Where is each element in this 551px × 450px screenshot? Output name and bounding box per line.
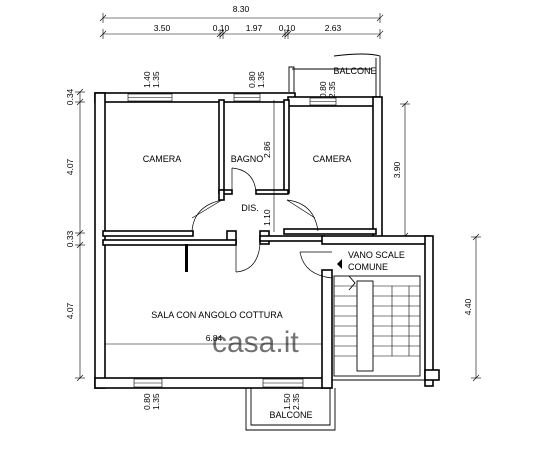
window-sala-left-1: 0.80 (142, 393, 152, 410)
interior-walls (102, 99, 440, 387)
left-dim-1: 0.34 (65, 88, 75, 105)
top-segment-3: 1.97 (246, 23, 263, 33)
window-bagno-1: 0.80 (247, 71, 257, 88)
window-camera-right-1: 0.80 (318, 81, 328, 98)
watermark: casa.it (212, 326, 299, 359)
top-segment-1: 3.50 (154, 23, 171, 33)
window-camera-left-2: 1.35 (151, 71, 161, 88)
bottom-windows: 0.80 1.35 1.50 2.35 (133, 378, 304, 410)
bagno-label: BAGNO (231, 154, 264, 164)
left-dim-4: 4.07 (65, 302, 75, 319)
sala-label: SALA CON ANGOLO COTTURA (151, 310, 283, 320)
left-dim-2: 4.07 (65, 158, 75, 175)
left-dimensions: 0.34 4.07 0.33 4.07 (65, 88, 85, 382)
doors (191, 167, 333, 279)
top-windows: 1.40 1.35 0.80 1.35 0.80 2.35 (127, 71, 337, 106)
overall-width-label: 8.30 (233, 4, 250, 14)
right-dimensions: 3.90 4.40 (392, 100, 481, 382)
window-sala-right-2: 2.35 (291, 393, 301, 410)
top-segment-5: 2.63 (325, 23, 342, 33)
bagno-height-label: 2.86 (262, 141, 272, 158)
right-overall-height: 4.40 (463, 298, 473, 315)
balcony-bottom: BALCONE (245, 388, 336, 431)
entrance-marker-icon (337, 259, 342, 269)
comune-label: COMUNE (348, 262, 388, 272)
vano-scale-label: VANO SCALE (348, 250, 405, 260)
staircase: VANO SCALE COMUNE (333, 250, 421, 377)
stair-arrow (348, 275, 356, 291)
dis-label: DIS. (241, 203, 259, 213)
stair-treads (334, 285, 420, 357)
balcony-top: BALCONE (288, 53, 381, 98)
room-labels: CAMERA BAGNO CAMERA DIS. SALA CON ANGOLO… (143, 154, 352, 320)
balcone-bottom-label: BALCONE (269, 410, 312, 420)
window-bagno-2: 1.35 (256, 71, 266, 88)
right-room-height: 3.90 (392, 161, 402, 178)
top-dimensions: 8.30 3.50 0.10 1.97 0.10 2.63 (99, 4, 384, 39)
window-camera-left-1: 1.40 (142, 71, 152, 88)
window-sala-left-2: 1.35 (151, 393, 161, 410)
interior-dimensions: 2.86 1.10 6.84 (104, 100, 322, 345)
window-sala-right-1: 1.50 (282, 393, 292, 410)
camera-right-label: CAMERA (313, 154, 352, 164)
camera-left-label: CAMERA (143, 154, 182, 164)
window-camera-right-2: 2.35 (327, 81, 337, 98)
sala-width-label: 6.84 (206, 333, 223, 343)
top-segment-4: 0.10 (279, 23, 296, 33)
balcone-top-label: BALCONE (333, 66, 376, 76)
left-dim-3: 0.33 (65, 230, 75, 247)
dis-height-label: 1.10 (262, 209, 272, 226)
top-segment-2: 0.10 (213, 23, 230, 33)
